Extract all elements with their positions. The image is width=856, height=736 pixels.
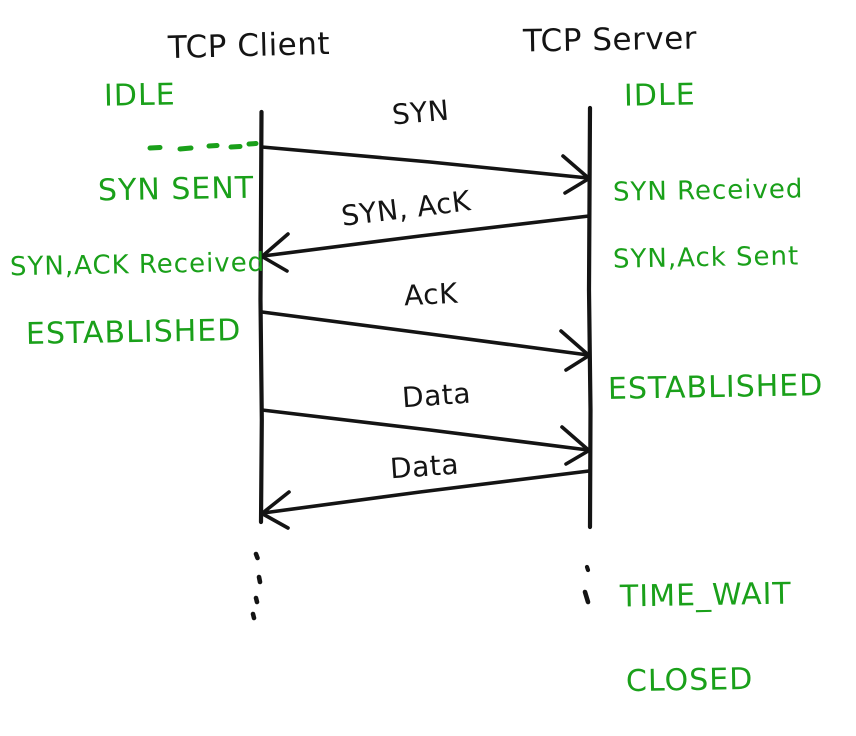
message-arrow-syn-ack (260, 214, 591, 273)
lifeline-title-server: TCP Server (522, 20, 698, 60)
message-arrow-data-in (260, 469, 591, 530)
client-continuation-dots (250, 551, 263, 621)
client-state-idle: IDLE (103, 77, 176, 114)
server-state-idle: IDLE (623, 77, 696, 114)
server-continuation-dots (582, 564, 591, 605)
server-state-established: ESTABLISHED (607, 368, 824, 407)
server-state-closed: CLOSED (625, 661, 754, 700)
message-label-syn: SYN (390, 93, 451, 132)
message-arrow-data-out (260, 408, 591, 466)
message-label-data-out: Data (400, 376, 472, 415)
message-arrow-ack (260, 310, 591, 372)
message-label-ack: AcK (403, 276, 459, 313)
message-label-data-in: Data (388, 447, 460, 486)
client-state-syn-sent: SYN SENT (97, 170, 255, 209)
server-state-syn-ack-sent: SYN,Ack Sent (612, 241, 800, 275)
client-state-established: ESTABLISHED (25, 313, 242, 352)
lifeline-server-line (586, 105, 593, 530)
client-idle-divider-dots (147, 141, 259, 152)
message-arrow-syn (260, 145, 591, 195)
client-state-syn-ack-received: SYN,ACK Received (9, 247, 266, 283)
server-state-syn-received: SYN Received (612, 174, 804, 208)
server-state-time-wait: TIME_WAIT (619, 576, 793, 615)
lifeline-title-client: TCP Client (167, 25, 331, 67)
lifeline-client-line (258, 109, 264, 525)
